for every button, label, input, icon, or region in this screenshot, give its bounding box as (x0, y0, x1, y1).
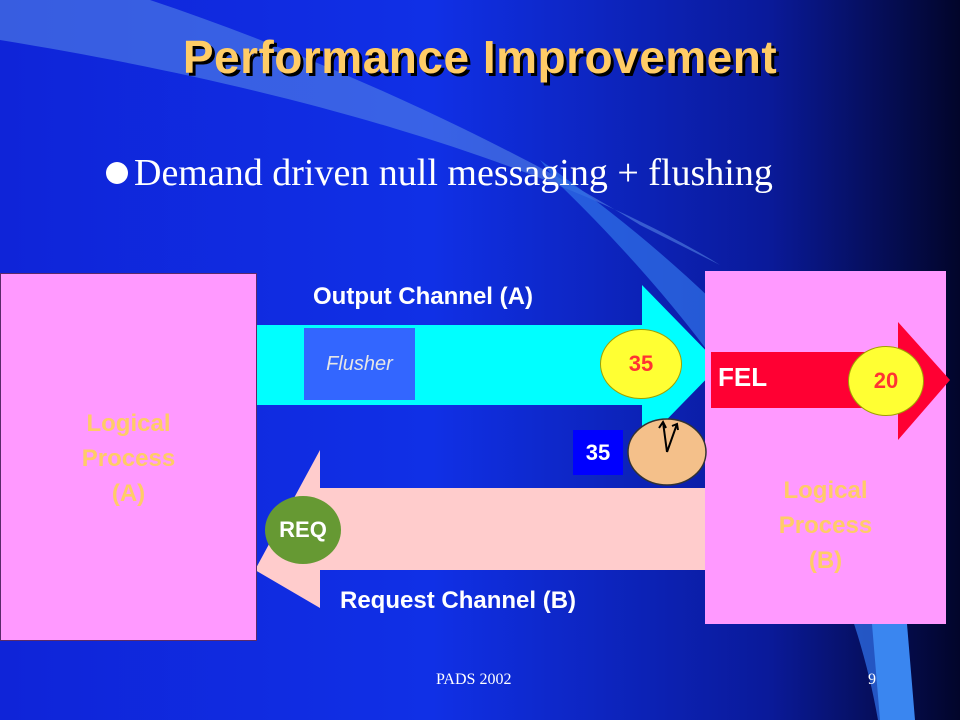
logical-process-a: Logical Process (A) (0, 273, 257, 641)
footer-conference: PADS 2002 (436, 671, 512, 688)
bullet-dot-icon (106, 162, 128, 184)
footer-page-number: 9 (868, 671, 876, 688)
flusher-box: Flusher (304, 328, 415, 400)
process-b-label: Logical Process (B) (778, 477, 873, 574)
clock-timestamp-box: 35 (573, 430, 623, 475)
fel-label: FEL (718, 362, 768, 392)
fel-event-ball: 20 (848, 346, 924, 416)
process-a-label: Logical Process (A) (81, 410, 176, 507)
request-ball: REQ (265, 496, 341, 564)
bullet-text: Demand driven null messaging + flushing (134, 152, 773, 194)
output-channel-arrow (257, 285, 720, 445)
logical-process-b: Logical Process (B) (705, 271, 946, 624)
request-channel-arrow (255, 450, 705, 608)
bullet-item: Demand driven null messaging + flushing (106, 148, 773, 198)
message-ball: 35 (600, 329, 682, 399)
request-channel-label: Request Channel (B) (340, 587, 577, 614)
slide-title: Performance Improvement (182, 31, 778, 83)
clock-icon (627, 418, 707, 486)
output-channel-label: Output Channel (A) (313, 283, 533, 310)
